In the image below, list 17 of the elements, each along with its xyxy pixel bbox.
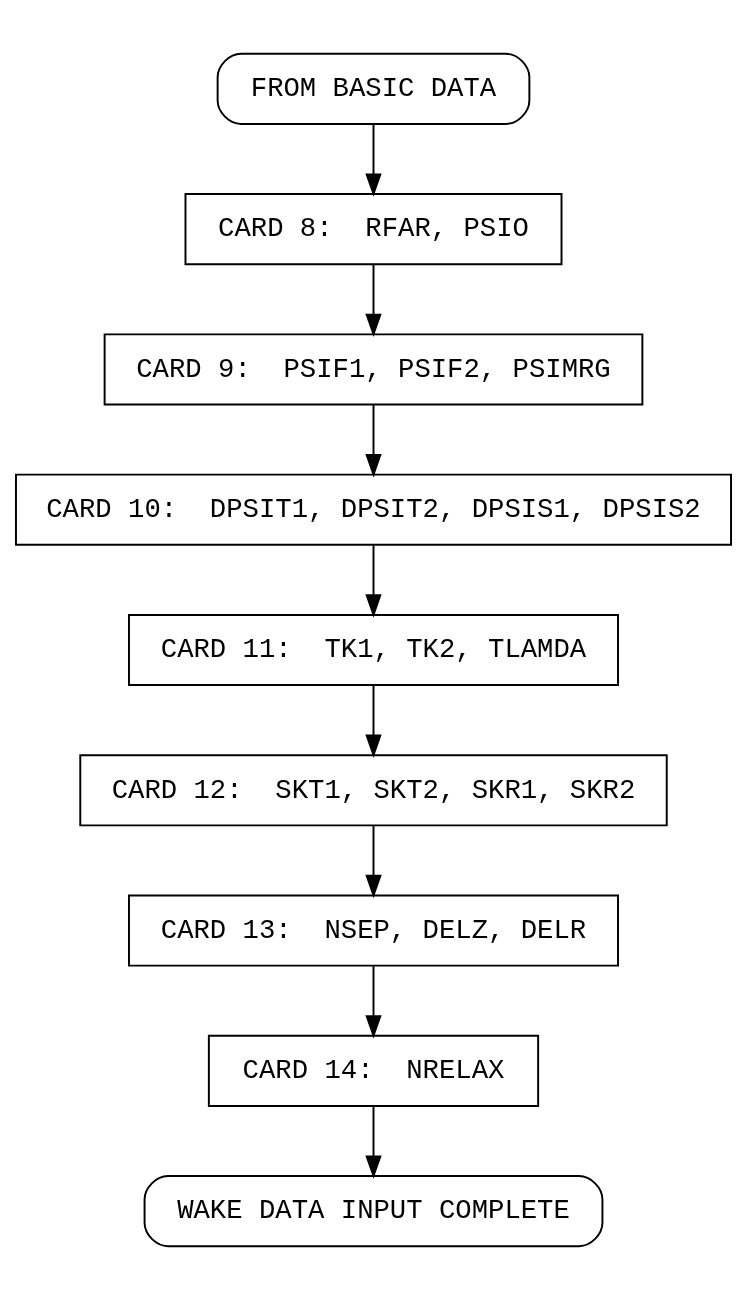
node-box: CARD 11: TK1, TK2, TLAMDA bbox=[128, 613, 619, 687]
arrow bbox=[365, 965, 382, 1039]
node-box: CARD 9: PSIF1, PSIF2, PSIMRG bbox=[103, 333, 644, 406]
node-box: CARD 8: RFAR, PSIO bbox=[184, 193, 563, 266]
node-box: CARD 10: DPSIT1, DPSIT2, DPSIS1, DPSIS2 bbox=[15, 473, 732, 546]
arrow bbox=[365, 684, 382, 758]
arrow bbox=[365, 1105, 382, 1179]
arrow bbox=[365, 123, 382, 197]
node-box: CARD 13: NSEP, DELZ, DELR bbox=[128, 894, 619, 967]
node-box: WAKE DATA INPUT COMPLETE bbox=[143, 1175, 604, 1248]
node-box: CARD 14: NRELAX bbox=[207, 1034, 540, 1107]
node-box: CARD 12: SKT1, SKT2, SKR1, SKR2 bbox=[79, 754, 668, 827]
arrow bbox=[365, 404, 382, 478]
arrow bbox=[365, 263, 382, 338]
node-box: FROM BASIC DATA bbox=[216, 52, 531, 125]
arrow bbox=[365, 824, 382, 899]
arrow bbox=[365, 544, 382, 618]
